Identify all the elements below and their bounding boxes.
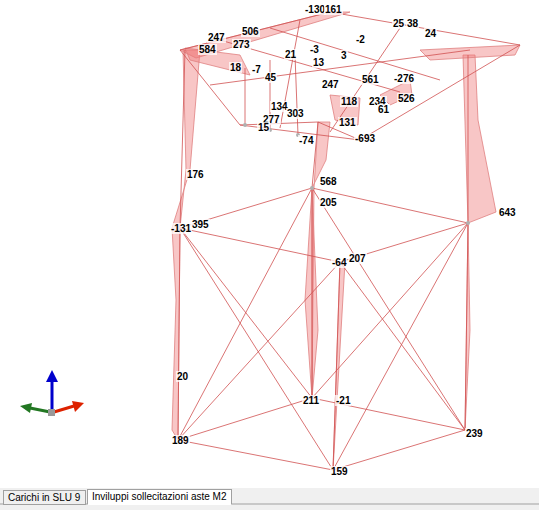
value-label: 247 xyxy=(321,79,340,90)
value-label: 189 xyxy=(171,435,190,446)
value-label: -74 xyxy=(298,135,314,146)
value-label: 3 xyxy=(340,50,348,61)
value-label: -3 xyxy=(309,44,320,55)
tab-label: Inviluppi sollecitazioni aste M2 xyxy=(92,491,227,502)
value-label: 211 xyxy=(302,395,320,406)
value-label: 24 xyxy=(424,28,437,39)
value-label: 15 xyxy=(257,122,270,133)
value-label: 303 xyxy=(286,108,305,119)
value-label: 176 xyxy=(186,169,205,180)
frame-member xyxy=(178,12,520,470)
tab-bar xyxy=(0,488,539,510)
value-label: 561 xyxy=(361,74,380,85)
moment-diagram xyxy=(172,12,520,470)
tab-label: Carichi in SLU 9 xyxy=(8,492,80,503)
value-label: -64 xyxy=(331,257,347,268)
value-label: 568 xyxy=(319,176,338,187)
value-label: -130 xyxy=(304,4,326,15)
value-label: 584 xyxy=(198,44,217,55)
value-label: 45 xyxy=(264,72,277,83)
value-label: 273 xyxy=(232,39,251,50)
axis-triad xyxy=(20,370,84,416)
node-dot xyxy=(243,123,470,225)
value-label: -693 xyxy=(354,133,376,144)
value-label: 395 xyxy=(191,219,210,230)
value-label: 25 xyxy=(392,18,405,29)
value-label: -131 xyxy=(170,223,192,234)
value-label: 118 xyxy=(340,96,358,107)
tab: Carichi in SLU 9 xyxy=(3,490,86,505)
value-label: -276 xyxy=(393,73,415,84)
value-label: -21 xyxy=(335,395,351,406)
value-label: 205 xyxy=(319,197,338,208)
value-label: 13 xyxy=(312,57,325,68)
value-label: 159 xyxy=(330,466,349,477)
value-label: 21 xyxy=(284,49,297,60)
value-label: 247 xyxy=(207,32,226,43)
value-label: 131 xyxy=(338,117,357,128)
value-label: 20 xyxy=(176,371,189,382)
value-label: 526 xyxy=(397,93,416,104)
value-label: -2 xyxy=(355,34,366,45)
value-label: 161 xyxy=(324,4,343,15)
tab: Inviluppi sollecitazioni aste M2 xyxy=(87,489,232,505)
value-label: 506 xyxy=(241,26,260,37)
value-label: 239 xyxy=(465,428,484,439)
value-label: 38 xyxy=(406,18,419,29)
value-label: 207 xyxy=(348,253,367,264)
value-label: 61 xyxy=(377,104,390,115)
value-label: -7 xyxy=(251,64,262,75)
value-label: 643 xyxy=(498,207,517,218)
value-label: 18 xyxy=(229,62,242,73)
